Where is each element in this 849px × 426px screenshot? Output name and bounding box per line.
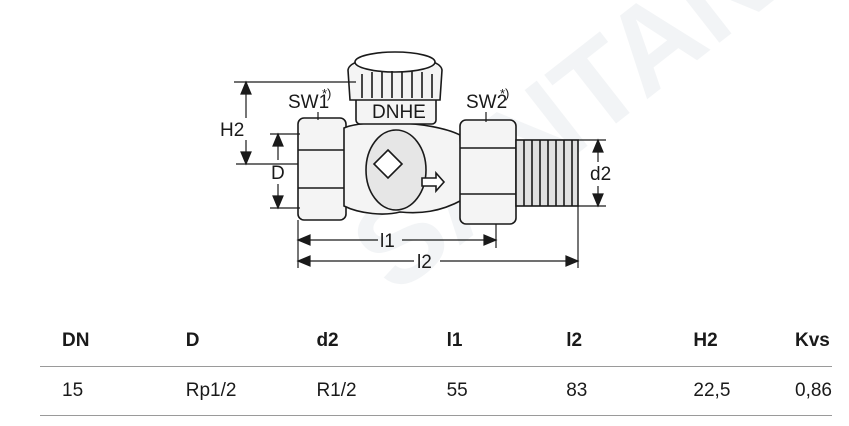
svg-text:DNHE: DNHE — [372, 102, 426, 123]
right-union-nut — [459, 119, 517, 225]
table-row: 15 Rp1/2 R1/2 55 83 22,5 0,86 — [40, 366, 832, 416]
d2-label: d2 — [590, 164, 611, 185]
cell-dn: 15 — [40, 366, 164, 416]
valve-body — [343, 121, 463, 215]
d-dimension — [270, 132, 300, 210]
h2-label: H2 — [220, 120, 244, 141]
cell-kvs: 0,86 — [773, 366, 832, 416]
l1-dimension — [296, 220, 498, 268]
valve-cap — [347, 51, 443, 101]
sw1-note: *) — [322, 86, 331, 101]
table-header-row: DN D d2 l1 l2 H2 Kvs — [40, 316, 832, 367]
l2-dimension — [296, 206, 580, 268]
col-header-d: D — [163, 316, 295, 367]
h2-dimension — [234, 80, 356, 166]
sw2-label: SW2 — [466, 92, 507, 113]
col-header-l2: l2 — [544, 316, 672, 367]
col-header-h2: H2 — [671, 316, 774, 367]
specification-table: DN D d2 l1 l2 H2 Kvs 15 Rp1/2 R1/2 55 83… — [40, 316, 832, 416]
sw1-label: SW1 — [288, 92, 329, 113]
col-header-kvs: Kvs — [773, 316, 832, 367]
cell-l2: 83 — [544, 366, 672, 416]
sw2-note: *) — [500, 86, 509, 101]
threaded-tailpiece — [515, 139, 579, 207]
l1-label: l1 — [380, 231, 395, 252]
valve-bonnet: DNHE — [355, 95, 437, 125]
d-label: D — [271, 163, 285, 184]
col-header-l1: l1 — [424, 316, 545, 367]
left-hex-nut — [297, 117, 347, 221]
cell-d2: R1/2 — [294, 366, 425, 416]
d2-dimension — [578, 138, 606, 208]
l2-label: l2 — [417, 252, 432, 273]
cell-l1: 55 — [424, 366, 545, 416]
valve-drawing: SANTANO DNHE — [220, 0, 849, 290]
col-header-dn: DN — [40, 316, 164, 367]
cell-h2: 22,5 — [671, 366, 774, 416]
cell-d: Rp1/2 — [163, 366, 295, 416]
col-header-d2: d2 — [294, 316, 425, 367]
